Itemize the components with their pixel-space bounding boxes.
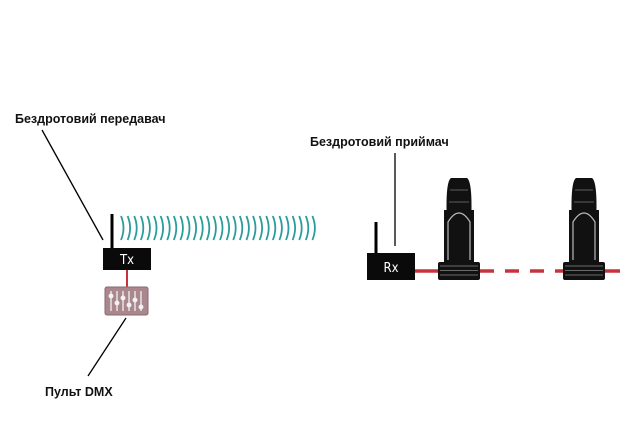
wave-arc [212,215,217,241]
wave-arc [225,215,230,241]
wave-arc [298,215,303,241]
moving-head-fixture-2 [563,178,605,280]
wave-arc [311,215,316,241]
wave-arc [159,215,164,241]
transmitter-label: Бездротовий передавач [15,112,166,126]
wave-arc [232,215,237,241]
transmitter-leader-line [41,129,104,241]
wave-arc [265,215,270,241]
wave-arc [186,215,191,241]
dmx-console-icon [104,286,149,316]
console-label: Пульт DMX [45,385,113,399]
wave-arc [219,215,224,241]
console-leader-line [87,317,127,377]
wave-arc [252,215,257,241]
wave-arc [291,215,296,241]
fixture-base [563,262,605,280]
wave-arc [126,215,131,241]
wave-arc [153,215,158,241]
wave-arc [199,215,204,241]
tx-box [103,248,151,270]
wave-arc [120,215,125,241]
wave-arc [139,215,145,241]
wave-arc [258,215,263,241]
wave-arc [172,215,178,241]
rx-label: Rx [383,261,398,276]
moving-head-fixture-1 [438,178,480,280]
wave-arc [285,215,290,241]
wave-arc [179,215,184,241]
wave-arc [146,215,151,241]
fixture-base [438,262,480,280]
wave-arc [133,215,138,241]
wireless-signal-waves [120,215,316,241]
wave-arc [192,215,197,241]
tx-label: Tx [119,253,134,268]
receiver-label: Бездротовий приймач [310,135,449,149]
wave-arc [205,215,211,241]
wave-arc [271,215,277,241]
wave-arc [304,215,310,241]
wave-arc [278,215,283,241]
rx-box [367,253,415,280]
wave-arc [166,215,171,241]
wave-arc [238,215,244,241]
wave-arc [245,215,250,241]
